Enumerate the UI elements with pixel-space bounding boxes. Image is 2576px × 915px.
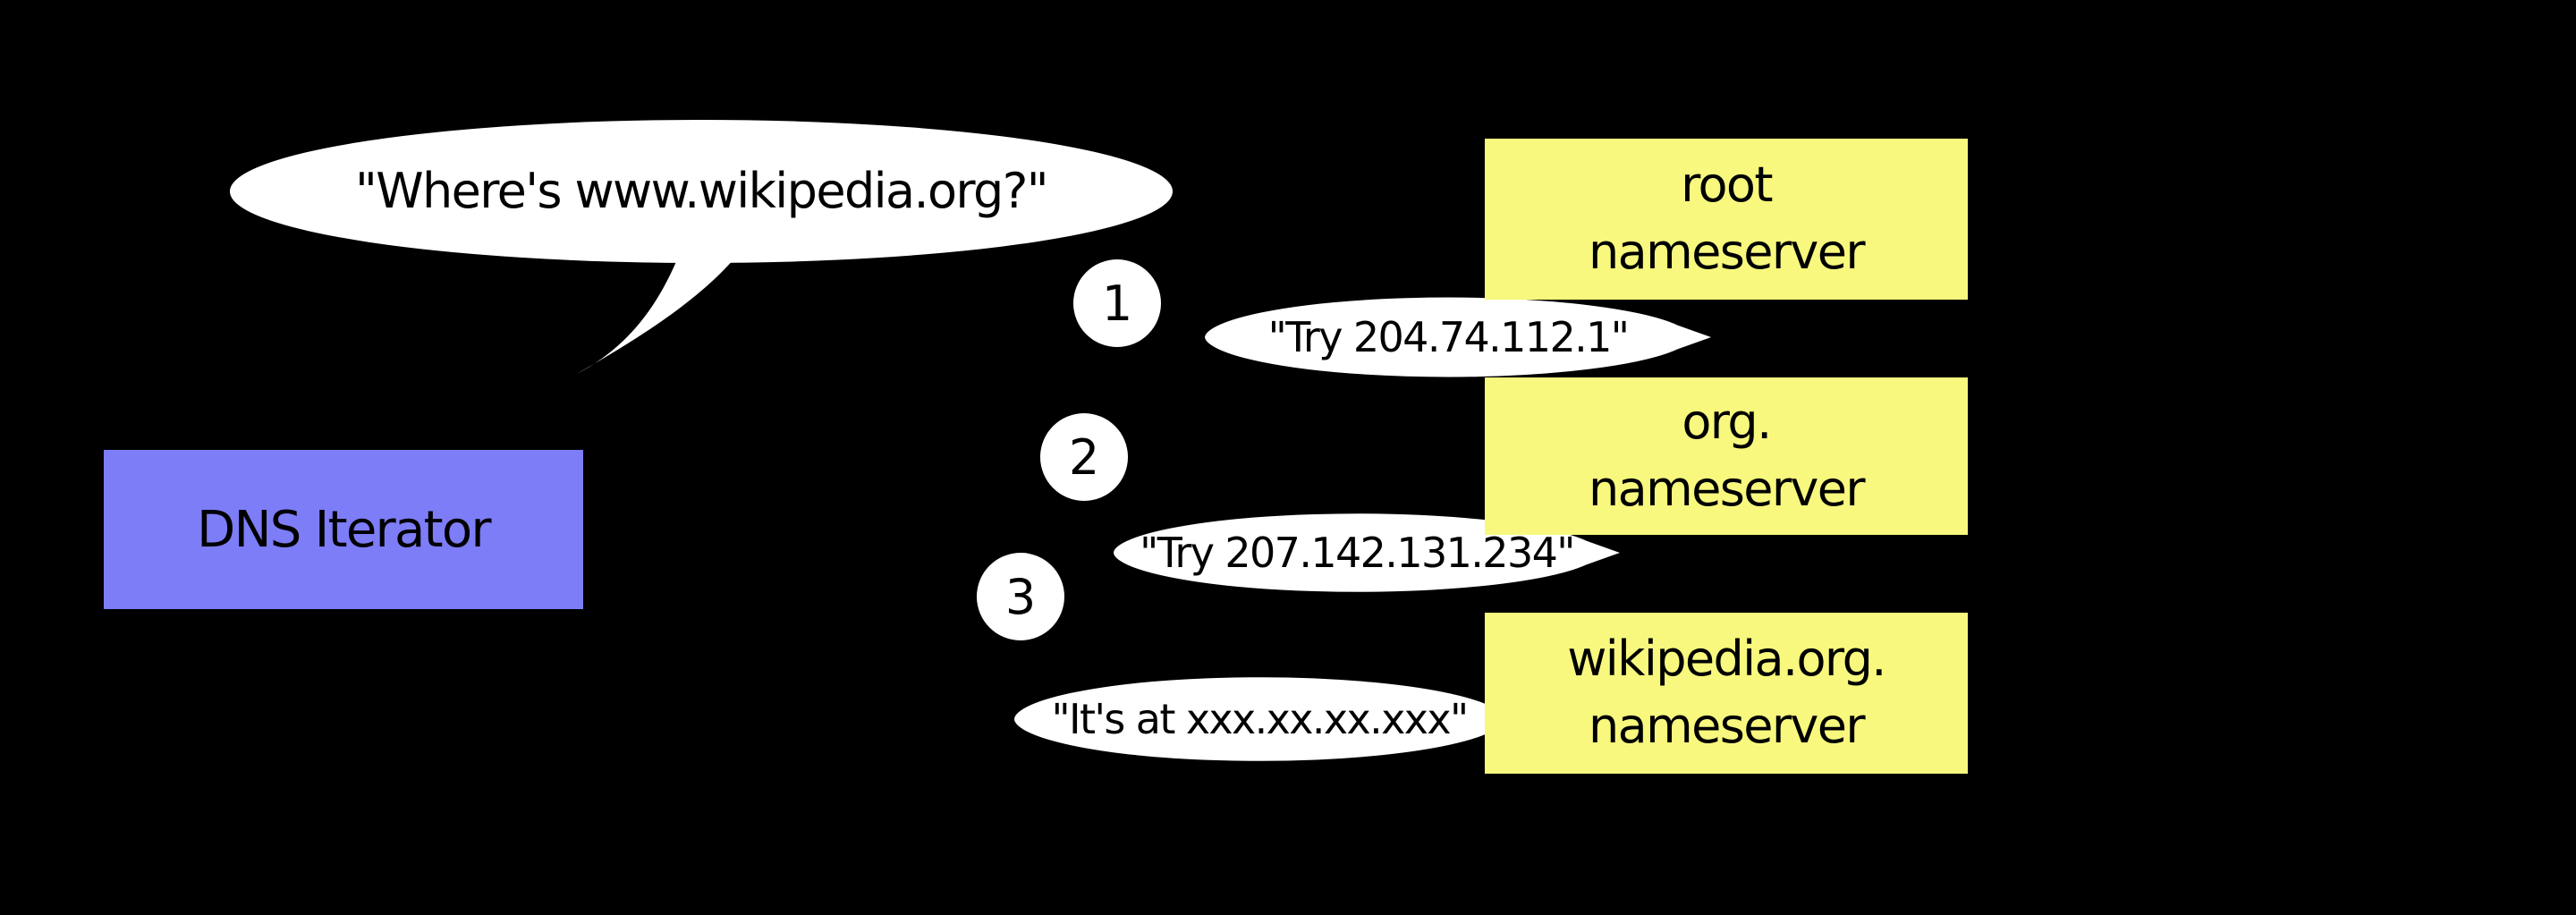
- response-1-text: "Try 204.74.112.1": [1267, 313, 1630, 361]
- response-3-text: "It's at xxx.xx.xx.xxx": [1051, 695, 1469, 743]
- query-speech-bubble-tail: [577, 240, 750, 374]
- step-1-badge: 1: [1073, 259, 1161, 347]
- wikipedia-nameserver-label-line2: nameserver: [1589, 698, 1866, 754]
- step-2-badge: 2: [1040, 413, 1128, 501]
- dns-iterator-label: DNS Iterator: [197, 500, 491, 559]
- wikipedia-nameserver-label-line1: wikipedia.org.: [1567, 631, 1886, 688]
- response-bubble-1: [1199, 292, 1727, 383]
- step-3-badge: 3: [977, 553, 1064, 640]
- root-nameserver-label-line2: nameserver: [1589, 224, 1866, 280]
- dns-iterator-box: DNS Iterator: [104, 450, 583, 609]
- root-nameserver-label-line1: root: [1681, 157, 1773, 214]
- org-nameserver-label-line1: org.: [1682, 394, 1772, 451]
- org-nameserver-box: org. nameserver: [1485, 377, 1968, 535]
- org-nameserver-label-line2: nameserver: [1589, 461, 1866, 517]
- query-text: "Where's www.wikipedia.org?": [355, 162, 1049, 219]
- response-2-text: "Try 207.142.131.234": [1140, 529, 1575, 577]
- query-speech-bubble: [230, 120, 1173, 263]
- root-nameserver-box: root nameserver: [1485, 139, 1968, 300]
- wikipedia-nameserver-box: wikipedia.org. nameserver: [1485, 613, 1968, 774]
